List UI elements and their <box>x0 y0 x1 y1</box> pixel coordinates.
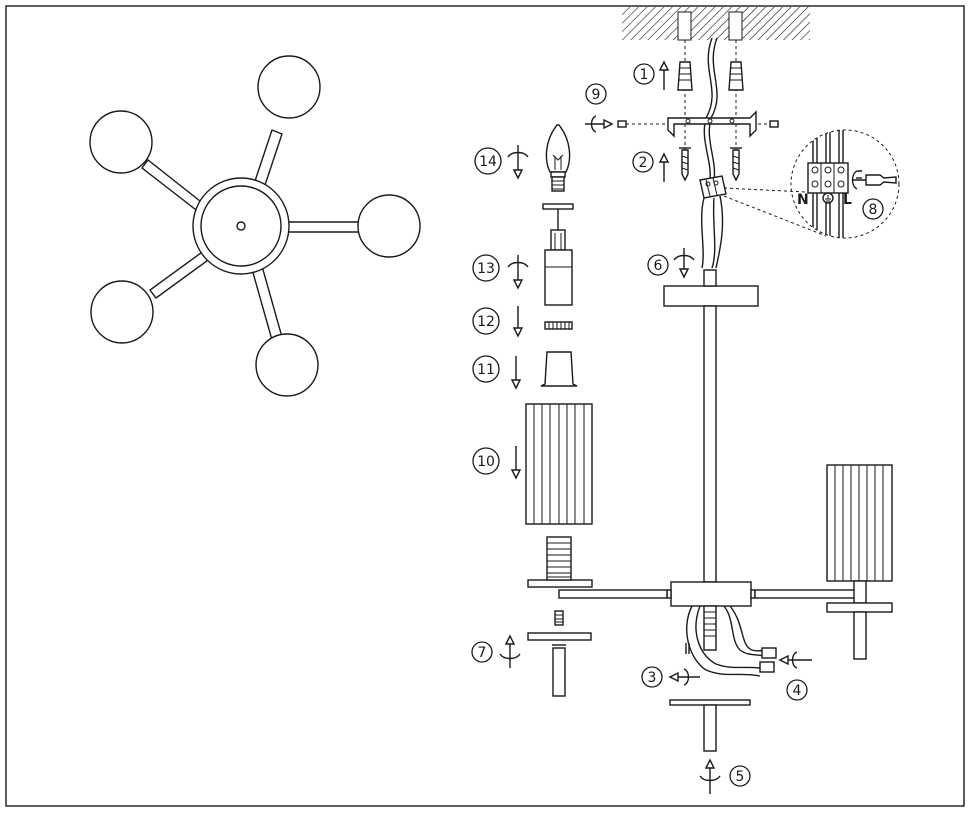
ceiling-block <box>622 7 810 41</box>
threaded-nipple <box>554 610 564 626</box>
wall-plug-right <box>728 61 744 91</box>
arrow-rotate-4 <box>778 651 812 669</box>
ceiling-screw-left <box>679 147 691 182</box>
page-border <box>5 5 965 807</box>
step-label-5: 5 <box>729 765 751 787</box>
terminal-label-neutral: N <box>797 192 809 208</box>
arrow-up-1 <box>658 60 670 90</box>
step-label-3: 3 <box>641 666 663 688</box>
cable-grip <box>703 269 717 287</box>
top-view-hub-center <box>236 221 246 231</box>
shade-holder <box>540 351 578 387</box>
fitting-hub <box>670 581 752 607</box>
step-label-10: 10 <box>472 447 500 475</box>
assembled-shade-right <box>826 464 893 582</box>
step-label-14: 14 <box>474 147 502 175</box>
svg-text:9: 9 <box>592 87 601 103</box>
ring-nut <box>544 321 573 330</box>
svg-text:13: 13 <box>477 261 495 277</box>
step-label-11: 11 <box>472 355 500 383</box>
wiring-detail-zoom: N L <box>790 129 900 239</box>
lamp-socket <box>542 203 574 306</box>
svg-text:8: 8 <box>869 202 878 218</box>
arrow-rotate-6 <box>673 248 695 279</box>
step-label-4: 4 <box>786 679 808 701</box>
arrow-rotate-5 <box>699 758 721 794</box>
step-label-7: 7 <box>471 641 493 663</box>
candle-bulb <box>545 124 571 192</box>
arrow-rotate-3 <box>668 668 700 686</box>
mains-cable <box>703 37 713 181</box>
step-label-1: 1 <box>633 63 655 85</box>
step-label-12: 12 <box>472 307 500 335</box>
top-view-diagram <box>89 55 421 397</box>
arrow-down-12 <box>512 306 524 338</box>
top-view-globe-2 <box>89 110 153 174</box>
svg-text:5: 5 <box>736 769 745 785</box>
mounting-bracket <box>667 110 757 138</box>
terminal-label-live: L <box>843 192 852 208</box>
arm-left <box>558 589 668 599</box>
finial-right <box>853 611 867 660</box>
bracket-screw-left <box>617 120 627 128</box>
svg-text:3: 3 <box>648 670 657 686</box>
pleated-shade <box>525 403 593 525</box>
arrow-down-10 <box>510 446 522 480</box>
ceiling-canopy <box>663 285 759 307</box>
arrow-up-2 <box>658 152 670 182</box>
top-view-globe-4 <box>90 280 154 344</box>
svg-text:10: 10 <box>477 454 495 470</box>
arrow-rotate-14 <box>507 145 529 180</box>
bracket-screw-right <box>769 120 779 128</box>
svg-text:1: 1 <box>640 67 649 83</box>
step-label-6: 6 <box>647 254 669 276</box>
svg-text:14: 14 <box>479 154 497 170</box>
arrow-rotate-13 <box>507 255 529 290</box>
top-view-globe-1 <box>257 55 321 119</box>
step-label-9: 9 <box>585 83 607 105</box>
top-view-globe-5 <box>255 333 319 397</box>
step-label-13: 13 <box>472 254 500 282</box>
svg-text:4: 4 <box>793 683 802 699</box>
arrow-rotate-9 <box>585 115 614 133</box>
wall-plug-left <box>677 61 693 91</box>
svg-text:12: 12 <box>477 314 495 330</box>
step-label-2: 2 <box>632 151 654 173</box>
top-view-hub-inner <box>200 185 282 267</box>
ceiling-screw-right <box>730 147 742 182</box>
bottom-plate <box>669 699 751 706</box>
svg-text:11: 11 <box>477 362 495 378</box>
arrow-rotate-7 <box>499 634 521 668</box>
svg-text:6: 6 <box>654 258 663 274</box>
bottom-finial <box>703 704 717 752</box>
cup-right <box>826 602 893 613</box>
lower-cup-left <box>527 632 592 641</box>
svg-text:7: 7 <box>478 645 487 661</box>
top-view-globe-3 <box>357 194 421 258</box>
arm-right <box>754 589 859 599</box>
hub-wiring <box>685 605 777 677</box>
connector-block <box>699 175 727 199</box>
arrow-down-11 <box>510 356 522 390</box>
cup-left <box>527 579 593 588</box>
svg-text:2: 2 <box>639 155 648 171</box>
finial-left <box>552 647 566 697</box>
central-stem <box>703 305 717 583</box>
step-label-8: 8 <box>862 198 884 220</box>
